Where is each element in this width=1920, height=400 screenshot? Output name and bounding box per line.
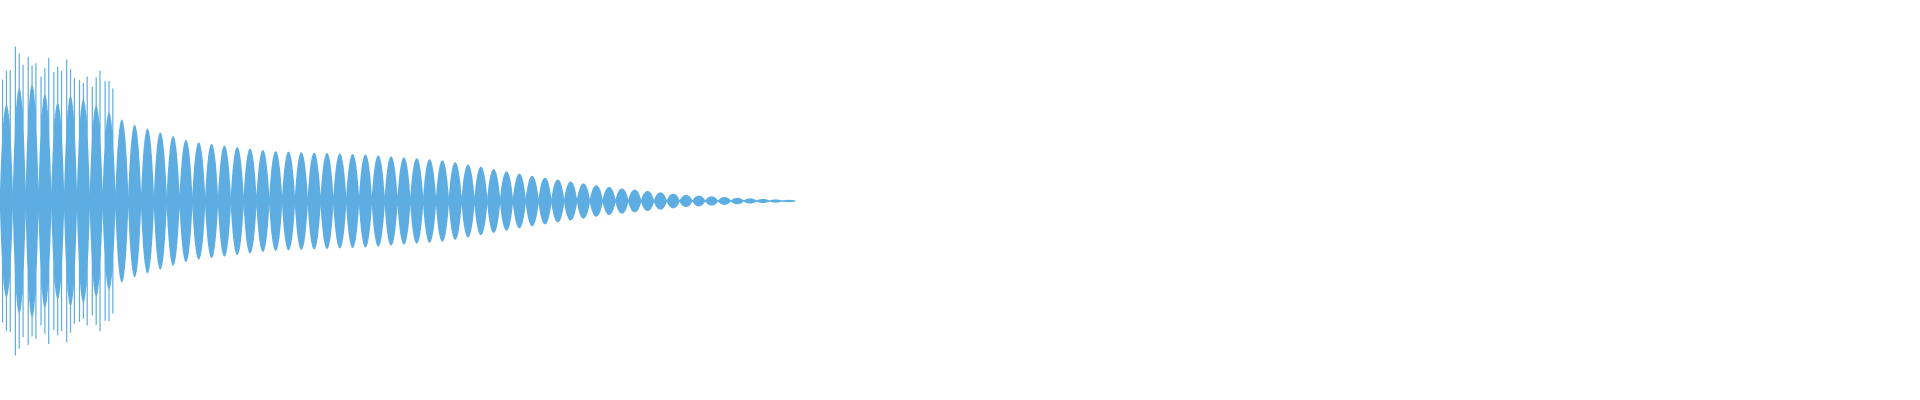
waveform-signal xyxy=(0,46,797,356)
